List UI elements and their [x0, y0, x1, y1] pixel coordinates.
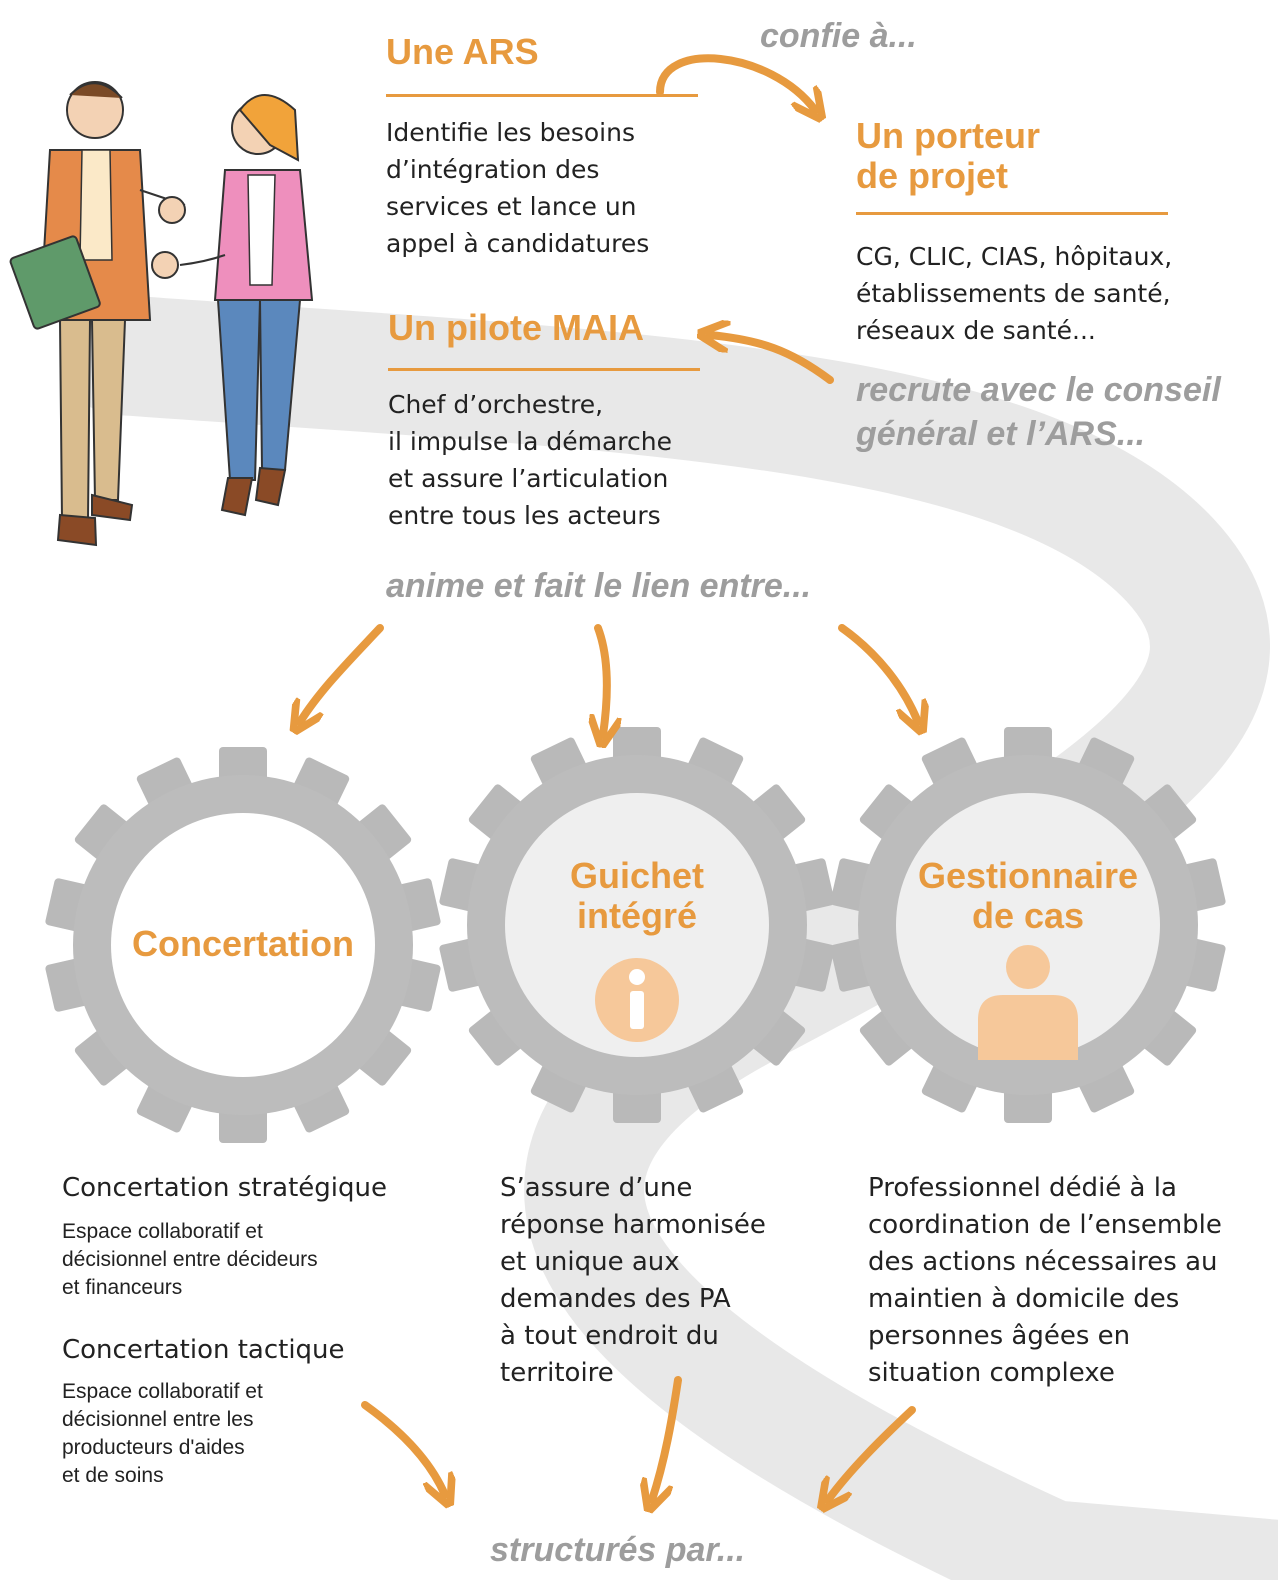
people-illustration: [9, 81, 314, 547]
connector-confie: confie à...: [760, 17, 917, 55]
pilote-title: Un pilote MAIA: [388, 307, 644, 348]
guichet-text: S’assure d’une réponse harmonisée et uni…: [500, 1173, 766, 1388]
gestionnaire-text: Professionnel dédié à la coordination de…: [868, 1173, 1222, 1388]
pilote-text: Chef d’orchestre, il impulse la démarche…: [388, 390, 672, 530]
arrow-to-concertation: [300, 624, 384, 722]
porteur-text: CG, CLIC, CIAS, hôpitaux, établissements…: [856, 242, 1173, 345]
porteur-divider: [856, 212, 1168, 215]
gear-guichet: [439, 727, 835, 1123]
concertation-tactique-title: Concertation tactique: [62, 1335, 345, 1365]
concertation-strategique-text: Espace collaboratif et décisionnel entre…: [62, 1220, 318, 1299]
arrow-confie: [656, 54, 815, 110]
porteur-title: Un porteur de projet: [856, 115, 1040, 196]
concertation-tactique-text: Espace collaboratif et décisionnel entre…: [62, 1380, 263, 1487]
person-icon: [1006, 945, 1050, 989]
ars-divider: [386, 94, 698, 97]
arrow-from-gestionnaire: [828, 1406, 916, 1500]
arrow-to-guichet: [598, 624, 607, 735]
connector-structures: structurés par...: [490, 1531, 746, 1569]
gear-concertation: [45, 747, 441, 1143]
concertation-strategique-title: Concertation stratégique: [62, 1173, 387, 1203]
gear-label-guichet: Guichet intégré: [569, 855, 704, 936]
pilote-divider: [388, 368, 700, 371]
gear-label-gestionnaire: Gestionnaire de cas: [917, 855, 1139, 936]
ars-text: Identifie les besoins d’intégration des …: [386, 118, 650, 258]
connector-anime: anime et fait le lien entre...: [386, 567, 812, 605]
gear-gestionnaire: [830, 727, 1226, 1123]
ars-title: Une ARS: [386, 31, 539, 72]
road-path: [60, 295, 1278, 1580]
arrow-from-guichet: [652, 1376, 682, 1500]
gear-label-concertation: Concertation: [131, 923, 354, 964]
arrow-from-concertation: [361, 1401, 445, 1495]
arrow-to-gestionnaire: [838, 624, 918, 722]
connector-recrute: recrute avec le conseil général et l’ARS…: [856, 371, 1221, 453]
arrow-recrute: [710, 335, 834, 384]
